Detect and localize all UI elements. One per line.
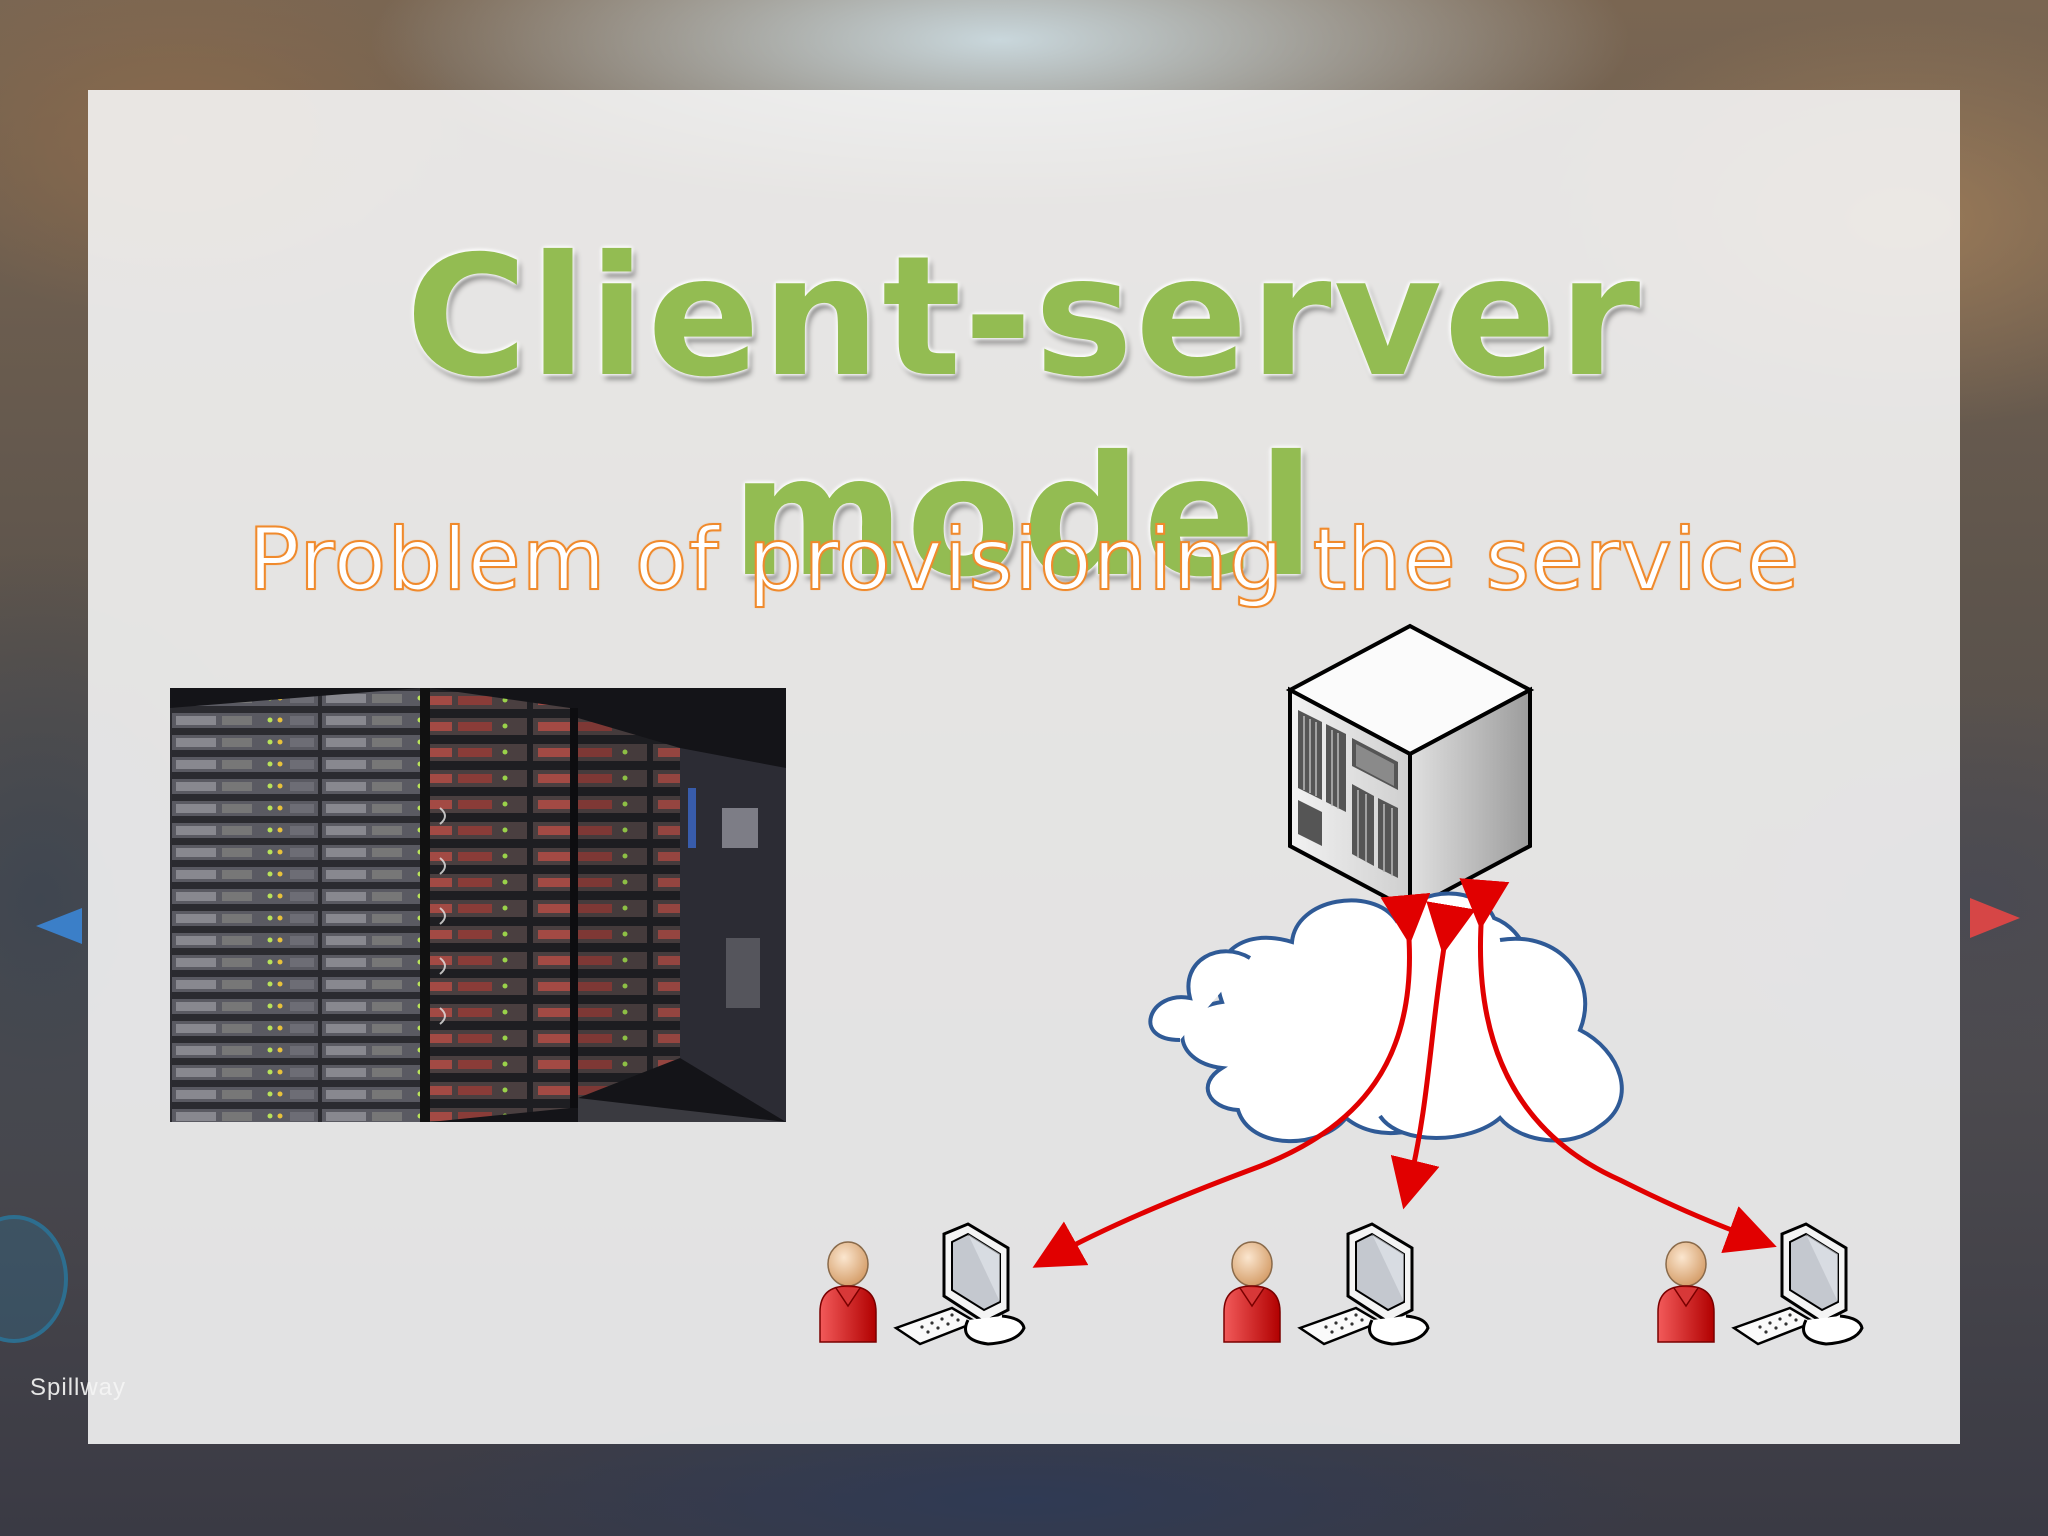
user-with-computer-icon — [820, 1224, 1024, 1344]
client-left — [820, 1224, 1024, 1344]
user-with-computer-icon — [1224, 1224, 1428, 1344]
user-with-computer-icon — [1658, 1224, 1862, 1344]
client-right — [1658, 1224, 1862, 1344]
server-tower-icon — [1290, 626, 1530, 910]
client-middle — [1224, 1224, 1428, 1344]
